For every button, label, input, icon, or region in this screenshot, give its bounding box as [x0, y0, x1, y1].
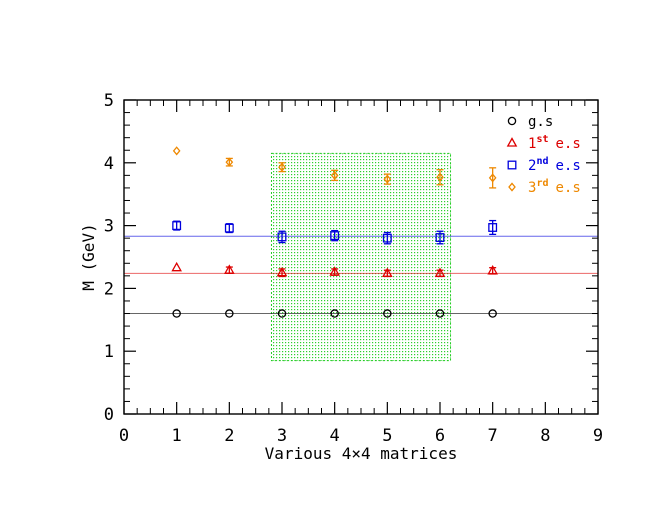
data-point	[488, 173, 497, 183]
y-tick-label: 3	[104, 217, 114, 237]
legend-marker-1	[506, 137, 518, 147]
x-tick-label: 3	[277, 426, 287, 446]
shaded-region	[270, 152, 452, 362]
data-point	[225, 157, 234, 167]
y-tick-label: 4	[104, 154, 114, 174]
data-point	[329, 266, 340, 276]
data-point	[225, 309, 234, 318]
data-point	[435, 309, 445, 318]
x-tick-label: 4	[330, 426, 340, 446]
data-point	[224, 264, 235, 274]
y-tick-label: 0	[104, 405, 114, 425]
series-2	[172, 219, 498, 245]
data-point	[330, 170, 339, 180]
data-point	[277, 309, 287, 318]
x-tick-label: 9	[593, 426, 603, 446]
data-point	[435, 233, 445, 242]
data-point	[382, 267, 393, 277]
data-point	[434, 267, 446, 277]
data-point	[488, 223, 498, 232]
series-3	[172, 146, 497, 189]
legend-marker-0	[507, 116, 517, 126]
data-point	[330, 231, 340, 241]
data-point	[487, 264, 498, 275]
x-tick-label: 0	[119, 426, 129, 446]
data-point	[224, 223, 234, 233]
y-tick-label: 1	[104, 342, 114, 362]
y-tick-label: 5	[104, 91, 114, 111]
x-tick-label: 6	[435, 426, 445, 446]
x-tick-label: 1	[172, 426, 182, 446]
data-point	[488, 309, 497, 318]
data-point	[172, 146, 181, 156]
y-axis-title: M (GeV)	[79, 223, 98, 290]
x-tick-label: 7	[488, 426, 498, 446]
data-point	[276, 266, 288, 277]
data-point	[383, 174, 392, 184]
data-point	[330, 309, 339, 318]
legend-label-0: g.s	[528, 114, 553, 130]
data-point	[436, 172, 444, 182]
x-tick-label: 2	[224, 426, 234, 446]
data-point	[171, 261, 182, 272]
x-axis-title: Various 4×4 matrices	[265, 444, 458, 463]
data-point	[172, 221, 182, 231]
series-1	[171, 261, 498, 278]
y-tick-label: 2	[104, 279, 114, 299]
data-point	[278, 162, 286, 172]
x-tick-label: 8	[540, 426, 550, 446]
legend-marker-2	[507, 160, 517, 170]
series-0	[172, 309, 497, 318]
data-point	[277, 232, 287, 242]
data-point	[383, 309, 392, 318]
legend-marker-3	[508, 182, 516, 192]
x-tick-label: 5	[382, 426, 392, 446]
data-point	[382, 233, 392, 243]
data-point	[172, 309, 181, 318]
